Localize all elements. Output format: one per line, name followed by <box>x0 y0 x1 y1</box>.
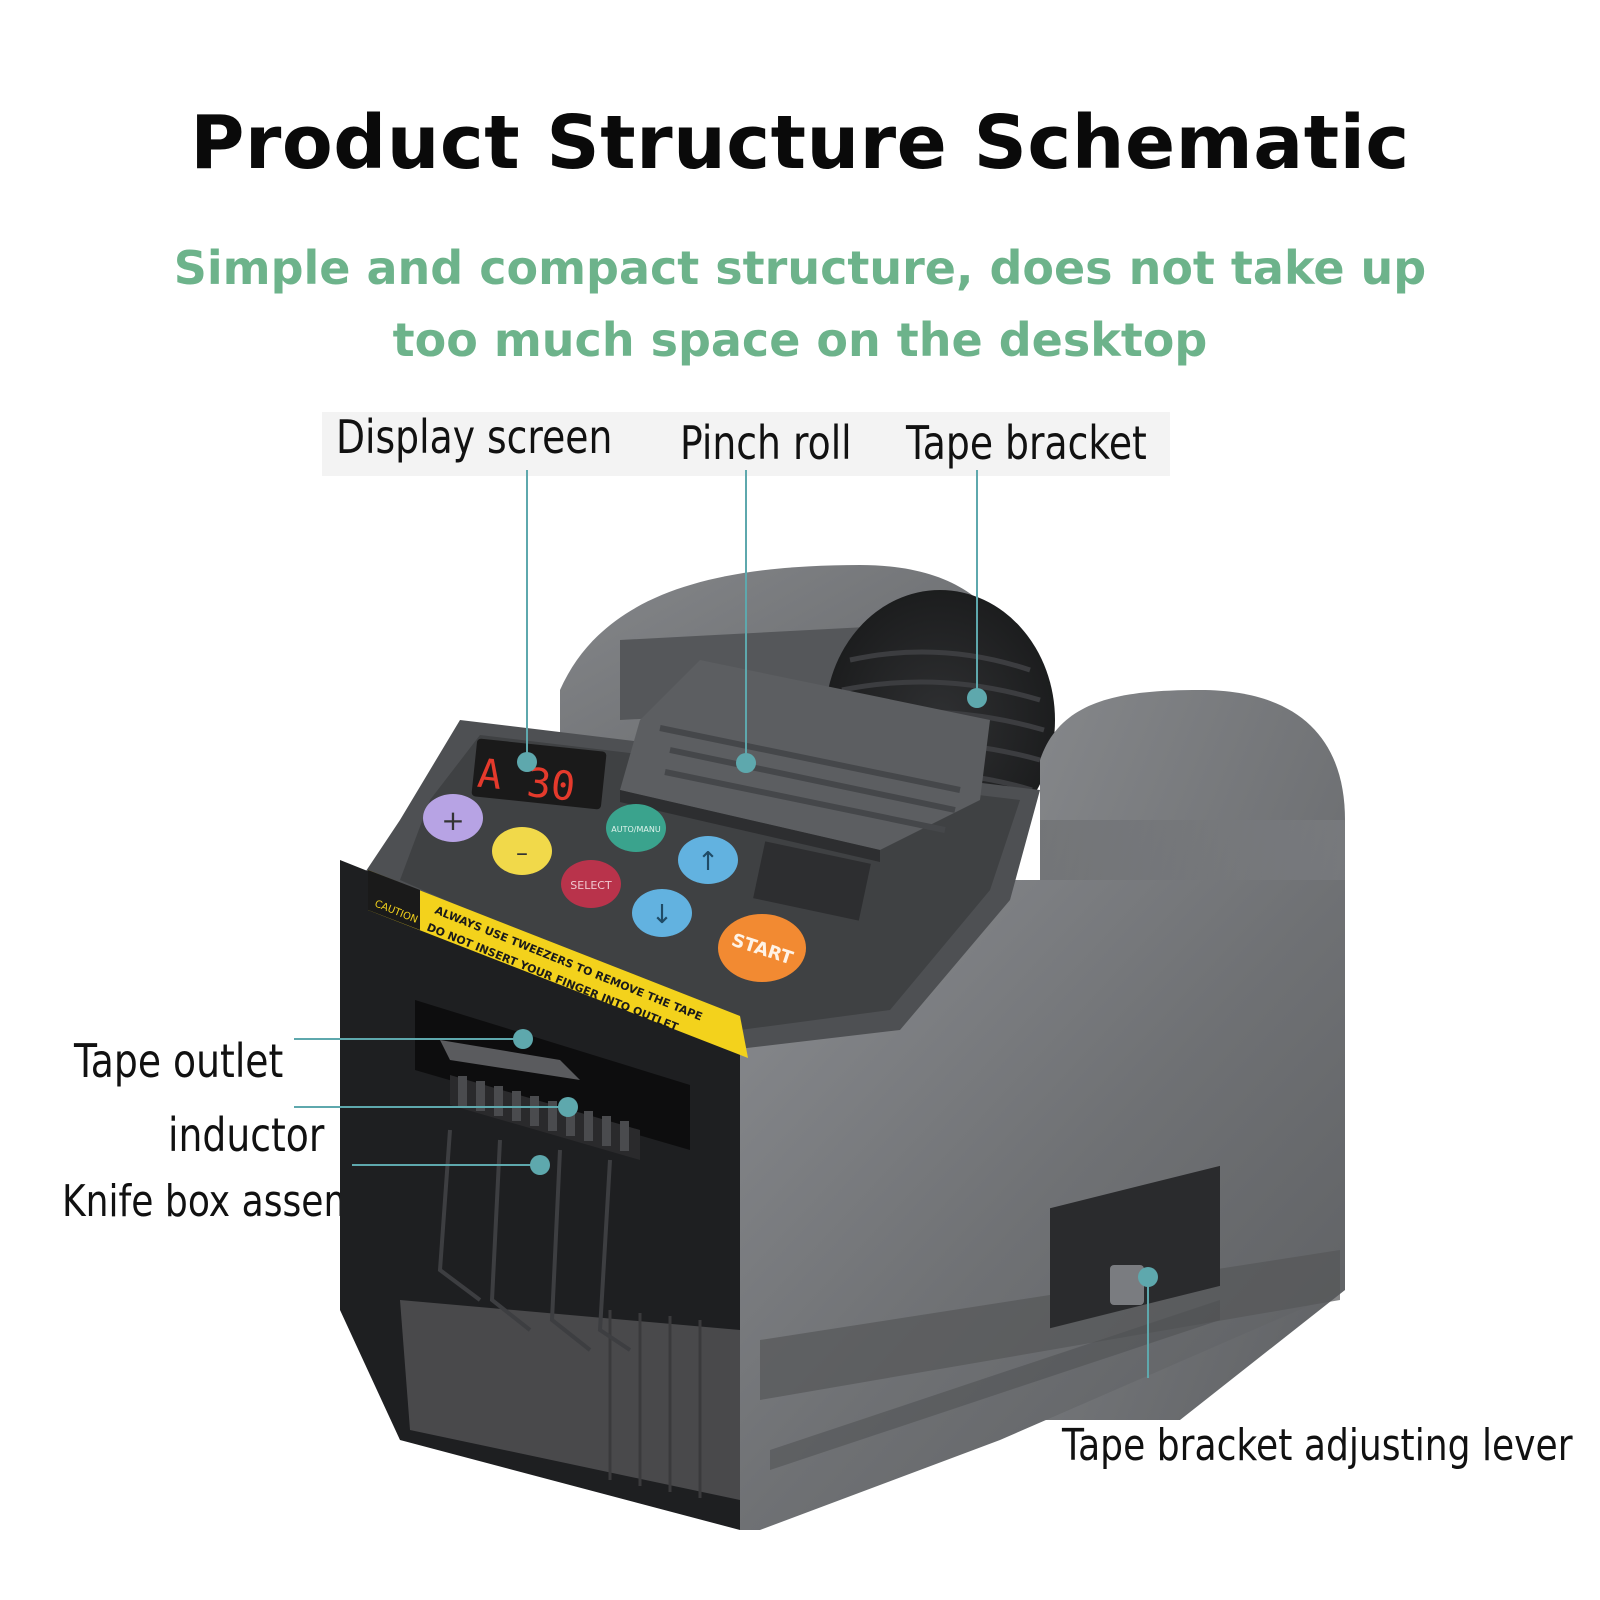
up-button[interactable]: ↑ <box>678 836 738 884</box>
display-left-digit: A <box>475 751 504 799</box>
callout-inductor <box>294 1097 578 1117</box>
callout-tape-outlet <box>294 1029 533 1049</box>
knife-box-assembly <box>437 1075 640 1352</box>
pinch-roll <box>620 660 990 862</box>
select-label: SELECT <box>570 879 612 892</box>
label-inductor: inductor <box>168 1108 325 1162</box>
page-title: Product Structure Schematic <box>190 100 1410 186</box>
label-tape-outlet: Tape outlet <box>74 1034 284 1088</box>
adjusting-lever[interactable] <box>1110 1265 1144 1305</box>
callout-lines <box>294 470 1158 1378</box>
main-body <box>740 880 1345 1530</box>
callout-tape-bracket <box>967 470 987 708</box>
plus-icon: + <box>441 804 464 837</box>
label-tape-bracket-adjusting-lever: Tape bracket adjusting lever <box>1062 1420 1573 1471</box>
callout-display-screen <box>517 470 537 772</box>
down-button[interactable]: ↓ <box>632 889 692 937</box>
minus-button[interactable]: – <box>492 827 552 875</box>
select-button[interactable]: SELECT <box>561 860 621 908</box>
auto-manual-button[interactable]: AUTO/MANU <box>606 804 666 852</box>
minus-icon: – <box>516 839 528 867</box>
plus-button[interactable]: + <box>423 794 483 842</box>
auto-manual-label: AUTO/MANU <box>611 825 661 834</box>
up-arrow-icon: ↑ <box>697 847 719 877</box>
display-screen: A 30 <box>471 738 607 811</box>
start-button[interactable]: START <box>718 914 806 982</box>
label-display-screen: Display screen <box>336 410 613 464</box>
label-pinch-roll: Pinch roll <box>680 416 852 470</box>
down-arrow-icon: ↓ <box>651 900 673 930</box>
panel-blank-window <box>753 841 871 921</box>
top-label-band <box>322 412 1170 476</box>
warning-sticker <box>368 870 748 1058</box>
callout-knife-box-assembly <box>352 1155 550 1175</box>
callout-pinch-roll <box>736 470 756 773</box>
page-subtitle: Simple and compact structure, does not t… <box>173 241 1427 367</box>
front-face: CAUTION ALWAYS USE TWEEZERS TO REMOVE TH… <box>340 860 748 1530</box>
panel-buttons: + – SELECT AUTO/MANU ↑ ↓ START <box>423 794 871 982</box>
callout-adjusting-lever <box>1138 1267 1158 1378</box>
label-tape-bracket: Tape bracket <box>906 416 1147 470</box>
